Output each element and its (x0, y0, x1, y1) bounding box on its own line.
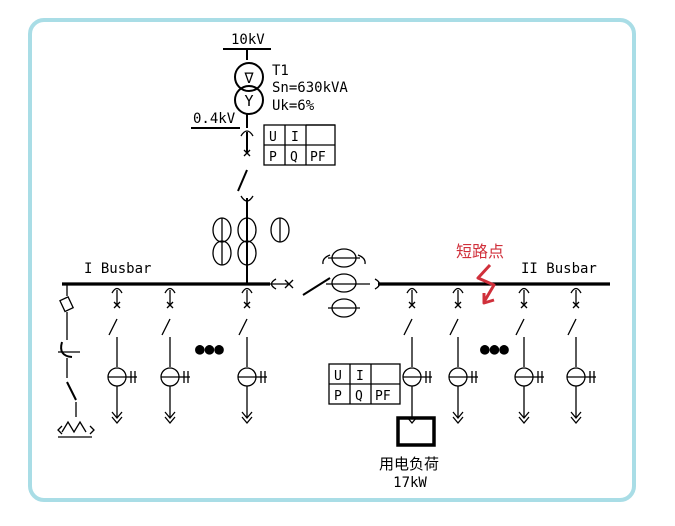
bus-earthing-branch (57, 284, 95, 438)
svg-text:I: I (291, 130, 299, 145)
transformer-rating: Sn=630kVA (272, 80, 348, 96)
short-circuit-arrow-icon (476, 263, 496, 305)
svg-text:I: I (356, 369, 364, 384)
short-circuit-label: 短路点 (456, 242, 504, 261)
svg-text:Q: Q (355, 389, 363, 404)
meter-table-load: U I P Q PF (328, 363, 401, 405)
transformer-primary-winding (234, 62, 264, 92)
busbar-2-label: II Busbar (521, 261, 597, 277)
svg-text:P: P (269, 150, 277, 165)
svg-text:U: U (334, 369, 342, 384)
wye-winding-symbol: Y (244, 92, 253, 110)
more-feeders-bus-2: ●●● (480, 339, 509, 358)
svg-text:Q: Q (290, 150, 298, 165)
busbar-1-label: I Busbar (84, 261, 151, 277)
incoming-breaker (237, 169, 248, 192)
incoming-current-transformers (212, 217, 290, 266)
load-box (396, 416, 436, 447)
svg-text:PF: PF (310, 150, 326, 165)
low-voltage-label: 0.4kV (193, 111, 236, 127)
load-value: 17kW (393, 475, 427, 491)
more-feeders-bus-1: ●●● (195, 339, 224, 358)
svg-text:U: U (269, 130, 277, 145)
transformer-secondary-winding (234, 85, 264, 115)
svg-text:P: P (334, 389, 342, 404)
load-label: 用电负荷 (379, 455, 439, 473)
transformer-name: T1 (272, 63, 289, 79)
svg-text:PF: PF (375, 389, 391, 404)
delta-winding-symbol: ∇ (243, 69, 254, 87)
grid-voltage-label: 10kV (231, 32, 265, 48)
incoming-disconnect (240, 130, 254, 137)
transformer-impedance: Uk=6% (272, 98, 315, 114)
bus-coupler (270, 248, 381, 318)
meter-table-transformer: U I P Q PF (263, 124, 336, 166)
